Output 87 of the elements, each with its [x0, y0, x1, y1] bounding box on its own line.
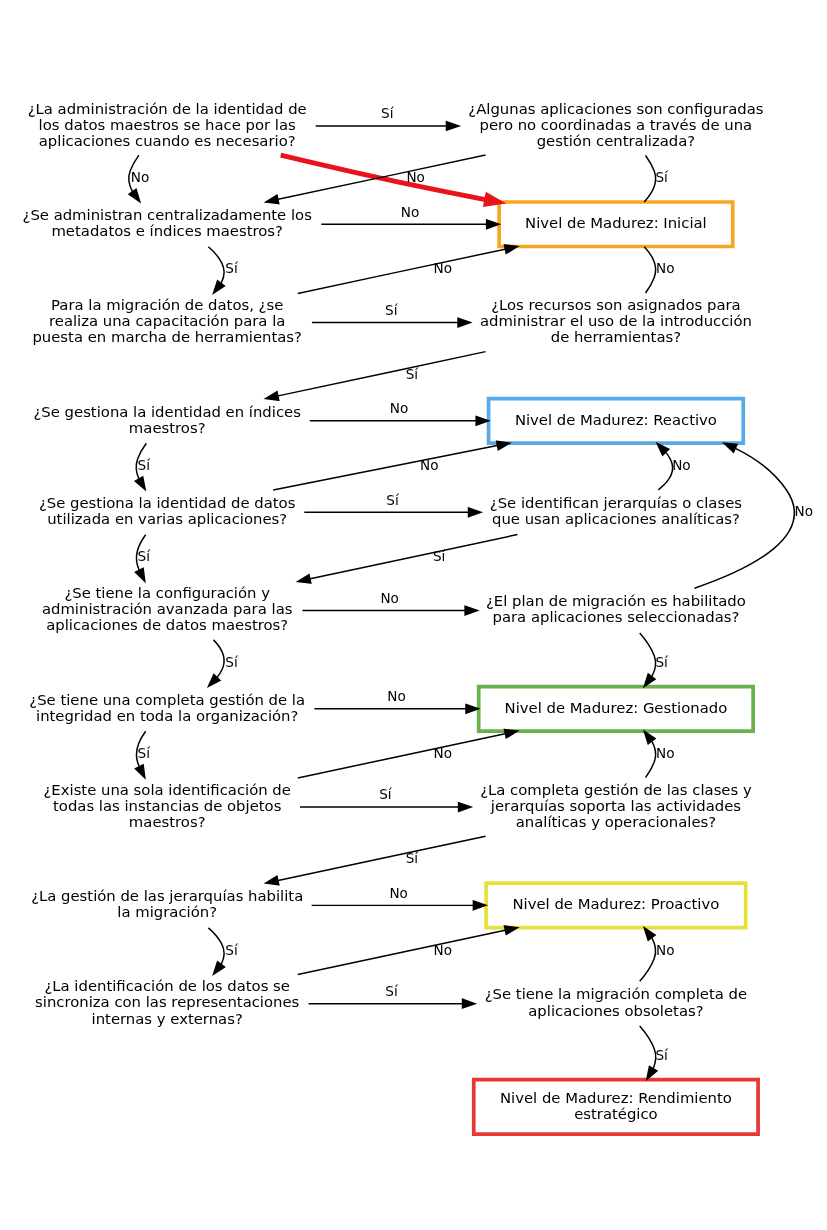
- node-box: Nivel de Madurez: Rendimiento estratégico: [471, 1077, 760, 1136]
- arrow: [207, 926, 226, 976]
- arrow: [639, 631, 657, 688]
- arrow: [133, 442, 148, 492]
- arrow: [280, 152, 507, 207]
- node-text: ¿Se tiene la migración completa de aplicaciones obsoletas?: [484, 984, 748, 1019]
- edge-label: Sí: [655, 653, 668, 670]
- node-text: ¿Se tiene la configuración y administración avanzada para las aplicaciones de datos maestros?: [41, 583, 293, 633]
- edge-label: Sí: [379, 785, 392, 802]
- node-box: Nivel de Madurez: Reactivo: [486, 396, 746, 445]
- edge-label: No: [420, 456, 439, 473]
- edge-label: No: [130, 168, 150, 185]
- node-box: Nivel de Madurez: Inicial: [497, 199, 735, 248]
- edge-label: No: [794, 502, 814, 519]
- edge-label: No: [380, 589, 399, 606]
- edge-label: No: [433, 744, 453, 761]
- arrow: [134, 730, 147, 780]
- node-box: Nivel de Madurez: Proactivo: [484, 880, 748, 929]
- edge-label: Sí: [137, 744, 150, 761]
- arrow: [127, 153, 142, 204]
- arrow: [693, 441, 796, 589]
- arrow: [655, 441, 674, 491]
- node-text: ¿La identificación de los datos se sincroniza con las representaciones internas y externas?: [35, 976, 300, 1027]
- edge-label: Sí: [381, 104, 394, 121]
- edge-label: Sí: [225, 653, 238, 670]
- edge-label: Sí: [386, 491, 399, 508]
- node-text: ¿El plan de migración es habilitado para aplicaciones seleccionadas?: [485, 591, 746, 625]
- arrow: [297, 728, 520, 779]
- arrow: [639, 925, 657, 982]
- edge-label: No: [400, 203, 420, 220]
- edge-label: No: [433, 941, 453, 958]
- edge-label: No: [387, 687, 406, 704]
- arrow: [206, 638, 225, 688]
- edge-label: Sí: [655, 1046, 668, 1063]
- edge-label: No: [406, 168, 425, 185]
- connector: [643, 154, 657, 203]
- arrow: [301, 604, 480, 616]
- edge-label: No: [389, 399, 409, 416]
- node-text: ¿Los recursos son asignados para administrar el uso de la introducción de herramientas?: [479, 295, 752, 345]
- node-text: ¿La gestión de las jerarquías habilita la migración?: [31, 886, 304, 920]
- arrow: [295, 533, 519, 584]
- edge-label: No: [672, 456, 691, 473]
- arrow: [642, 728, 657, 778]
- arrow: [263, 153, 487, 204]
- edge-label: Sí: [137, 547, 150, 564]
- arrow: [263, 350, 487, 401]
- arrow: [303, 506, 484, 518]
- arrow: [307, 997, 478, 1009]
- node-text: ¿Existe una sola identificación de todas las instancias de objetos maestros?: [43, 780, 291, 830]
- edge-label: Sí: [225, 259, 238, 276]
- edge-label: Sí: [655, 168, 668, 185]
- node-text: ¿La administración de la identidad de los datos maestros se hace por las aplicaciones cuando es necesario?: [27, 99, 307, 149]
- arrow: [311, 316, 473, 328]
- arrow: [263, 834, 487, 886]
- node-text: ¿Algunas aplicaciones son configuradas pero no coordinadas a través de una gestión centralizada?: [468, 99, 764, 149]
- node-box: Nivel de Madurez: Gestionado: [476, 684, 755, 733]
- arrow: [310, 899, 489, 911]
- node-text: ¿La completa gestión de las clases y jerarquías soporta las actividades analíticas y operacionales?: [480, 780, 752, 830]
- arrow: [207, 245, 226, 295]
- arrow: [309, 414, 491, 426]
- connector: [643, 245, 657, 294]
- arrow: [299, 801, 474, 812]
- node-text: ¿Se identifican jerarquías o clases que usan aplicaciones analíticas?: [489, 493, 743, 527]
- arrow: [639, 1024, 659, 1081]
- edge-label: No: [389, 884, 408, 901]
- node-text: Para la migración de datos, ¿se realiza una capacitación para la puesta en marcha de herramientas?: [32, 295, 302, 345]
- edge-label: Sí: [385, 301, 398, 318]
- edge-label: No: [433, 259, 453, 276]
- arrow: [134, 533, 147, 583]
- edge-label: No: [656, 744, 675, 761]
- arrow: [272, 439, 512, 491]
- edge-label: Sí: [405, 365, 419, 382]
- arrow: [297, 243, 520, 294]
- arrow: [313, 702, 481, 714]
- node-text: ¿Se gestiona la identidad en índices maestros?: [33, 402, 301, 436]
- node-text: ¿Se tiene una completa gestión de la integridad en toda la organización?: [29, 690, 306, 724]
- arrow: [320, 218, 502, 230]
- arrow: [297, 924, 520, 975]
- edge-label: No: [656, 941, 675, 958]
- node-text: ¿Se gestiona la identidad de datos utilizada en varias aplicaciones?: [38, 493, 296, 527]
- edge-label: Sí: [385, 982, 398, 999]
- edge-label: Sí: [405, 849, 419, 866]
- edge-label: No: [656, 259, 675, 276]
- edge-label: Sí: [137, 456, 150, 473]
- edge-label: Sí: [225, 941, 238, 958]
- arrow: [314, 120, 462, 131]
- node-text: ¿Se administran centralizadamente los metadatos e índices maestros?: [22, 205, 312, 239]
